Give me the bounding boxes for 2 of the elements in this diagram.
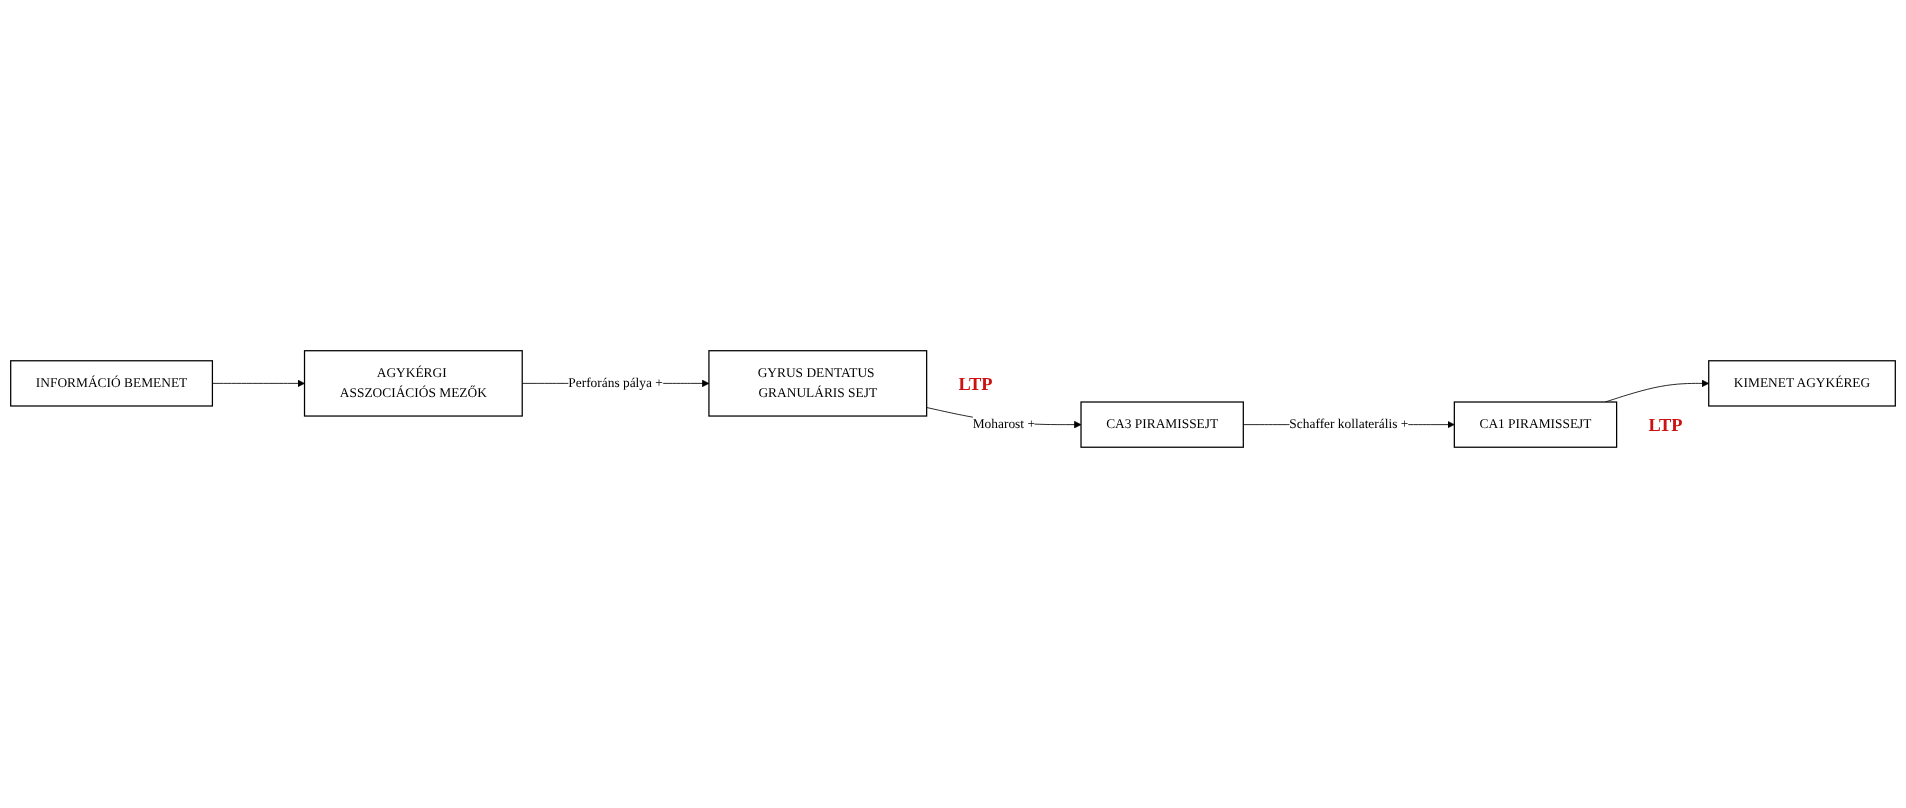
node-label: LTP bbox=[958, 372, 993, 394]
node-label: LTP bbox=[1648, 414, 1683, 436]
